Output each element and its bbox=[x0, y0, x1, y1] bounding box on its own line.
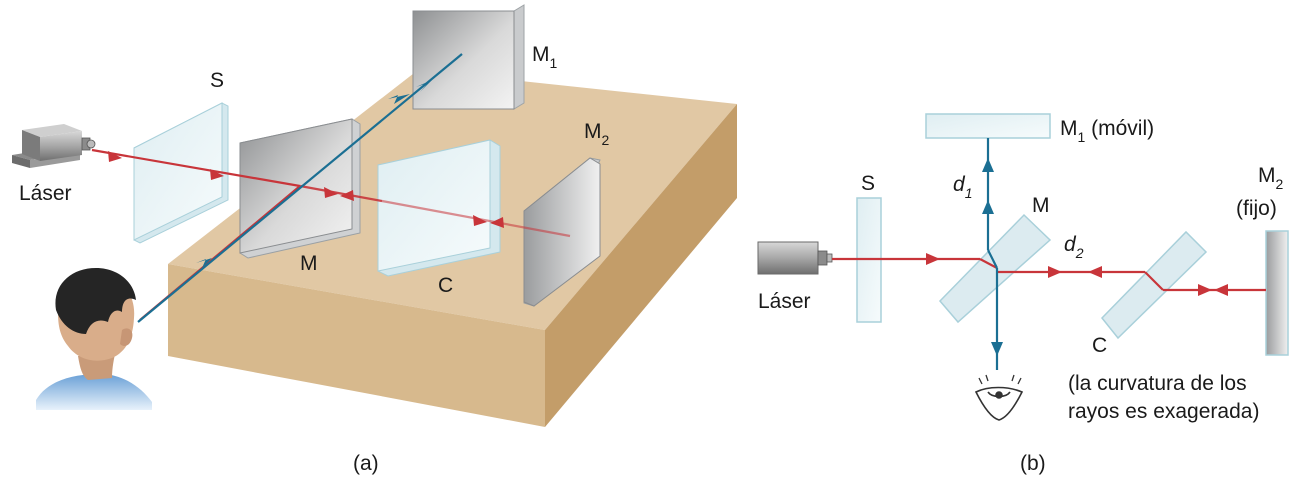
laser-a bbox=[12, 124, 96, 168]
c-label-b: C bbox=[1092, 334, 1107, 357]
note-line2-b: rayos es exagerada) bbox=[1068, 400, 1259, 423]
d2-sub-b: 2 bbox=[1075, 245, 1084, 261]
m2-sub-b: 2 bbox=[1276, 176, 1284, 192]
compensator-c bbox=[377, 139, 501, 277]
m2-suffix-b: (fijo) bbox=[1236, 197, 1277, 220]
m1-label-a: M1 bbox=[532, 43, 558, 71]
mirror-m1 bbox=[412, 4, 525, 110]
d1-label-b: d1 bbox=[953, 173, 972, 201]
m1-base-a: M bbox=[532, 43, 550, 66]
m2-label-b: M2 bbox=[1258, 164, 1284, 192]
m1-base-b: M bbox=[1060, 117, 1078, 140]
plate-s bbox=[133, 102, 229, 244]
d1-sub-b: 1 bbox=[965, 185, 973, 201]
mirror-m2-b bbox=[1265, 230, 1289, 356]
m1-sub-b: 1 bbox=[1078, 129, 1086, 145]
m2-sub-a: 2 bbox=[602, 132, 610, 148]
blue-beam-a bbox=[137, 53, 463, 323]
m2-base-b: M bbox=[1258, 164, 1276, 187]
m1-sub-a: 1 bbox=[550, 55, 558, 71]
m2-base-a: M bbox=[584, 120, 602, 143]
caption-b: (b) bbox=[1020, 452, 1046, 475]
laser-label-b: Láser bbox=[758, 290, 811, 313]
m1-label-b: M1 (móvil) bbox=[1060, 117, 1154, 145]
m-label-a: M bbox=[300, 252, 318, 275]
table-front bbox=[168, 264, 545, 427]
person-observer bbox=[36, 268, 152, 410]
d2-base-b: d bbox=[1064, 233, 1077, 256]
compensator-c-b bbox=[1100, 230, 1208, 340]
m-label-b: M bbox=[1032, 194, 1050, 217]
m2-label-a: M2 bbox=[584, 120, 610, 148]
beam-splitter-m-b bbox=[938, 213, 1052, 324]
red-arrowheads-b bbox=[926, 253, 1228, 296]
d1-base-b: d bbox=[953, 173, 966, 196]
d2-label-b: d2 bbox=[1064, 233, 1084, 261]
laser-b bbox=[757, 241, 833, 275]
caption-a: (a) bbox=[353, 452, 379, 475]
panel-a: Láser S M C M1 M2 (a) bbox=[12, 4, 737, 475]
blue-arrowheads-b bbox=[982, 158, 1003, 356]
mirror-m1-b bbox=[925, 113, 1051, 139]
laser-label-a: Láser bbox=[19, 182, 72, 205]
panel-b: M1 (móvil) M2 (fijo) S M C Láser d1 d2 (… bbox=[757, 113, 1289, 475]
m1-suffix-b: (móvil) bbox=[1085, 117, 1154, 140]
mirror-m2 bbox=[523, 157, 601, 307]
s-label-b: S bbox=[861, 172, 875, 195]
table-side bbox=[545, 104, 737, 427]
c-label-a: C bbox=[438, 274, 453, 297]
eye-icon bbox=[974, 374, 1024, 421]
s-label-a: S bbox=[210, 69, 224, 92]
red-arrowheads-a bbox=[108, 151, 504, 228]
note-line1-b: (la curvatura de los bbox=[1068, 372, 1247, 395]
